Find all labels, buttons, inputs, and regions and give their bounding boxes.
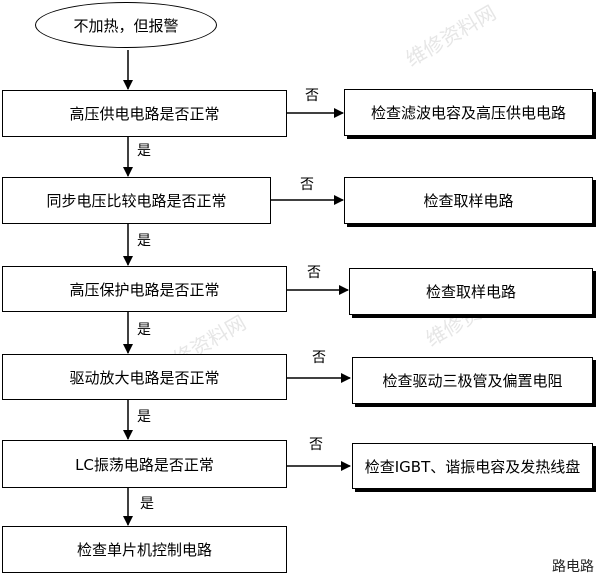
check-box-4: 驱动放大电路是否正常 <box>2 354 287 400</box>
yes-label-2: 是 <box>137 233 151 249</box>
check-box-5: LC振荡电路是否正常 <box>2 440 287 488</box>
corner-text: 路电路 <box>552 559 594 575</box>
yes-label-5: 是 <box>140 496 154 512</box>
fix-box-5: 检查IGBT、谐振电容及发热线盘 <box>352 443 593 489</box>
no-label-2: 否 <box>300 177 314 193</box>
fix-box-2: 检查取样电路 <box>344 177 593 224</box>
yes-label-3: 是 <box>137 322 151 338</box>
no-label-4: 否 <box>312 350 326 366</box>
no-label-1: 否 <box>305 88 319 104</box>
yes-label-4: 是 <box>137 409 151 425</box>
yes-label-1: 是 <box>137 143 151 159</box>
fix-box-4: 检查驱动三极管及偏置电阻 <box>352 357 593 404</box>
check-box-1: 高压供电电路是否正常 <box>2 90 287 137</box>
no-label-5: 否 <box>309 437 323 453</box>
check-box-3: 高压保护电路是否正常 <box>2 266 287 312</box>
final-box: 检查单片机控制电路 <box>2 526 287 573</box>
check-box-2: 同步电压比较电路是否正常 <box>2 177 271 224</box>
fix-box-1: 检查滤波电容及高压供电电路 <box>344 89 593 136</box>
fix-box-3: 检查取样电路 <box>349 268 593 315</box>
start-node: 不加热，但报警 <box>35 2 217 48</box>
no-label-3: 否 <box>307 265 321 281</box>
